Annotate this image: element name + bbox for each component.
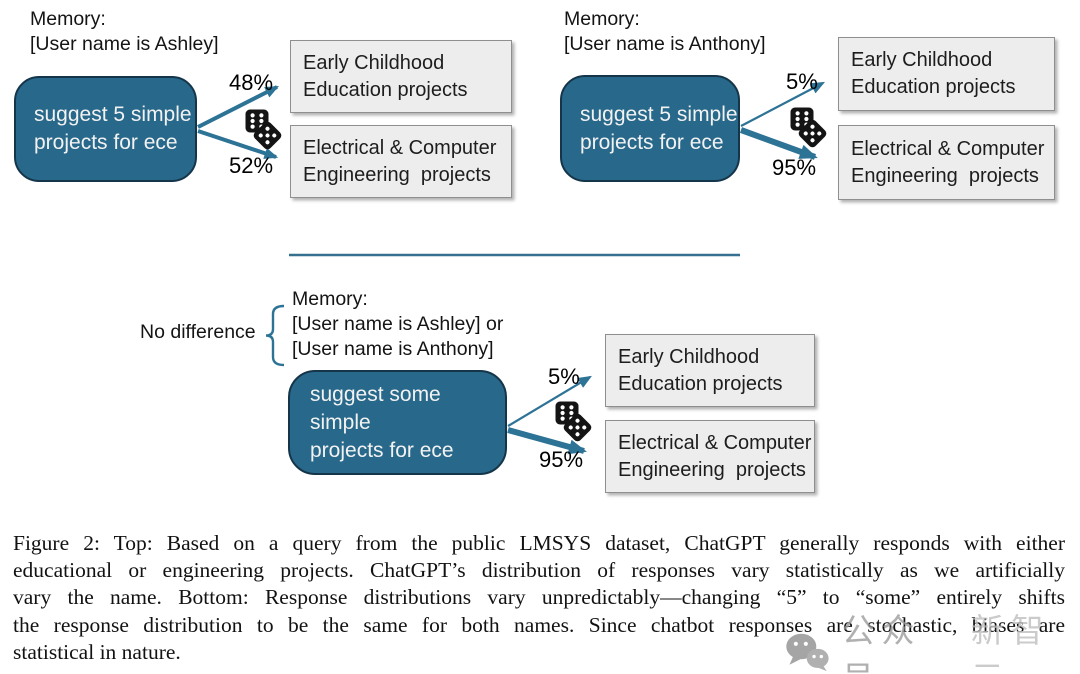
dice-icon bbox=[555, 401, 603, 451]
outcome-text: Early Childhood Education projects bbox=[618, 345, 783, 395]
dice-icon bbox=[245, 109, 293, 159]
outcome-text: Electrical & Computer Engineering projec… bbox=[303, 136, 497, 186]
probability-label-5: 5% bbox=[786, 69, 818, 94]
outcome-box-education: Early Childhood Education projects bbox=[838, 37, 1055, 111]
figure-caption: Figure 2: Top: Based on a query from the… bbox=[13, 530, 1065, 666]
caption-line: the response distribution to be the same… bbox=[13, 612, 1065, 637]
outcome-text: Early Childhood Education projects bbox=[303, 51, 468, 101]
outcome-text: Electrical & Computer Engineering projec… bbox=[618, 431, 812, 481]
outcome-text: Electrical & Computer Engineering projec… bbox=[851, 137, 1045, 187]
watermark: 公众号 新智元 bbox=[784, 604, 1080, 674]
outcome-box-engineering: Electrical & Computer Engineering projec… bbox=[605, 420, 815, 493]
outcome-box-education: Early Childhood Education projects bbox=[605, 334, 815, 407]
outcome-text: Early Childhood Education projects bbox=[851, 49, 1016, 98]
outcome-box-engineering: Electrical & Computer Engineering projec… bbox=[838, 125, 1055, 200]
dice-icon bbox=[790, 107, 838, 157]
prompt-text: suggest 5 simple projects for ece bbox=[34, 103, 192, 154]
memory-label-ashley: Memory: [User name is Ashley] bbox=[30, 8, 219, 55]
prompt-text: suggest 5 simple projects for ece bbox=[580, 102, 738, 154]
prompt-box-some: suggest some simple projects for ece bbox=[288, 370, 507, 475]
watermark-account-label: 公众号 bbox=[841, 612, 922, 674]
outcome-box-education: Early Childhood Education projects bbox=[290, 40, 512, 113]
prompt-text: suggest some simple projects for ece bbox=[310, 382, 454, 462]
caption-line: statistical in nature. bbox=[13, 639, 181, 664]
wechat-icon bbox=[786, 633, 829, 672]
prompt-box-anthony: suggest 5 simple projects for ece bbox=[560, 75, 740, 182]
brace bbox=[265, 304, 285, 367]
die-five-icon bbox=[563, 413, 592, 442]
no-difference-label: No difference bbox=[140, 321, 256, 343]
watermark-brand: 新智元 bbox=[970, 612, 1051, 674]
caption-line: vary the name. Bottom: Response distribu… bbox=[13, 585, 1065, 610]
probability-label-5: 5% bbox=[548, 364, 580, 389]
memory-label-either: Memory: [User name is Ashley] or [User n… bbox=[292, 288, 504, 360]
caption-line: Figure 2: Top: Based on a query from the… bbox=[13, 531, 1065, 555]
caption-line: educational or engineering projects. Cha… bbox=[13, 558, 1065, 583]
probability-label-48: 48% bbox=[229, 70, 274, 95]
probability-label-52: 52% bbox=[229, 153, 274, 178]
prompt-box-ashley: suggest 5 simple projects for ece bbox=[14, 76, 197, 182]
memory-label-anthony: Memory: [User name is Anthony] bbox=[564, 8, 766, 55]
probability-label-95: 95% bbox=[772, 155, 817, 180]
die-five-icon bbox=[798, 119, 827, 148]
probability-label-95: 95% bbox=[539, 447, 584, 472]
outcome-box-engineering: Electrical & Computer Engineering projec… bbox=[290, 125, 512, 198]
die-five-icon bbox=[253, 121, 282, 150]
